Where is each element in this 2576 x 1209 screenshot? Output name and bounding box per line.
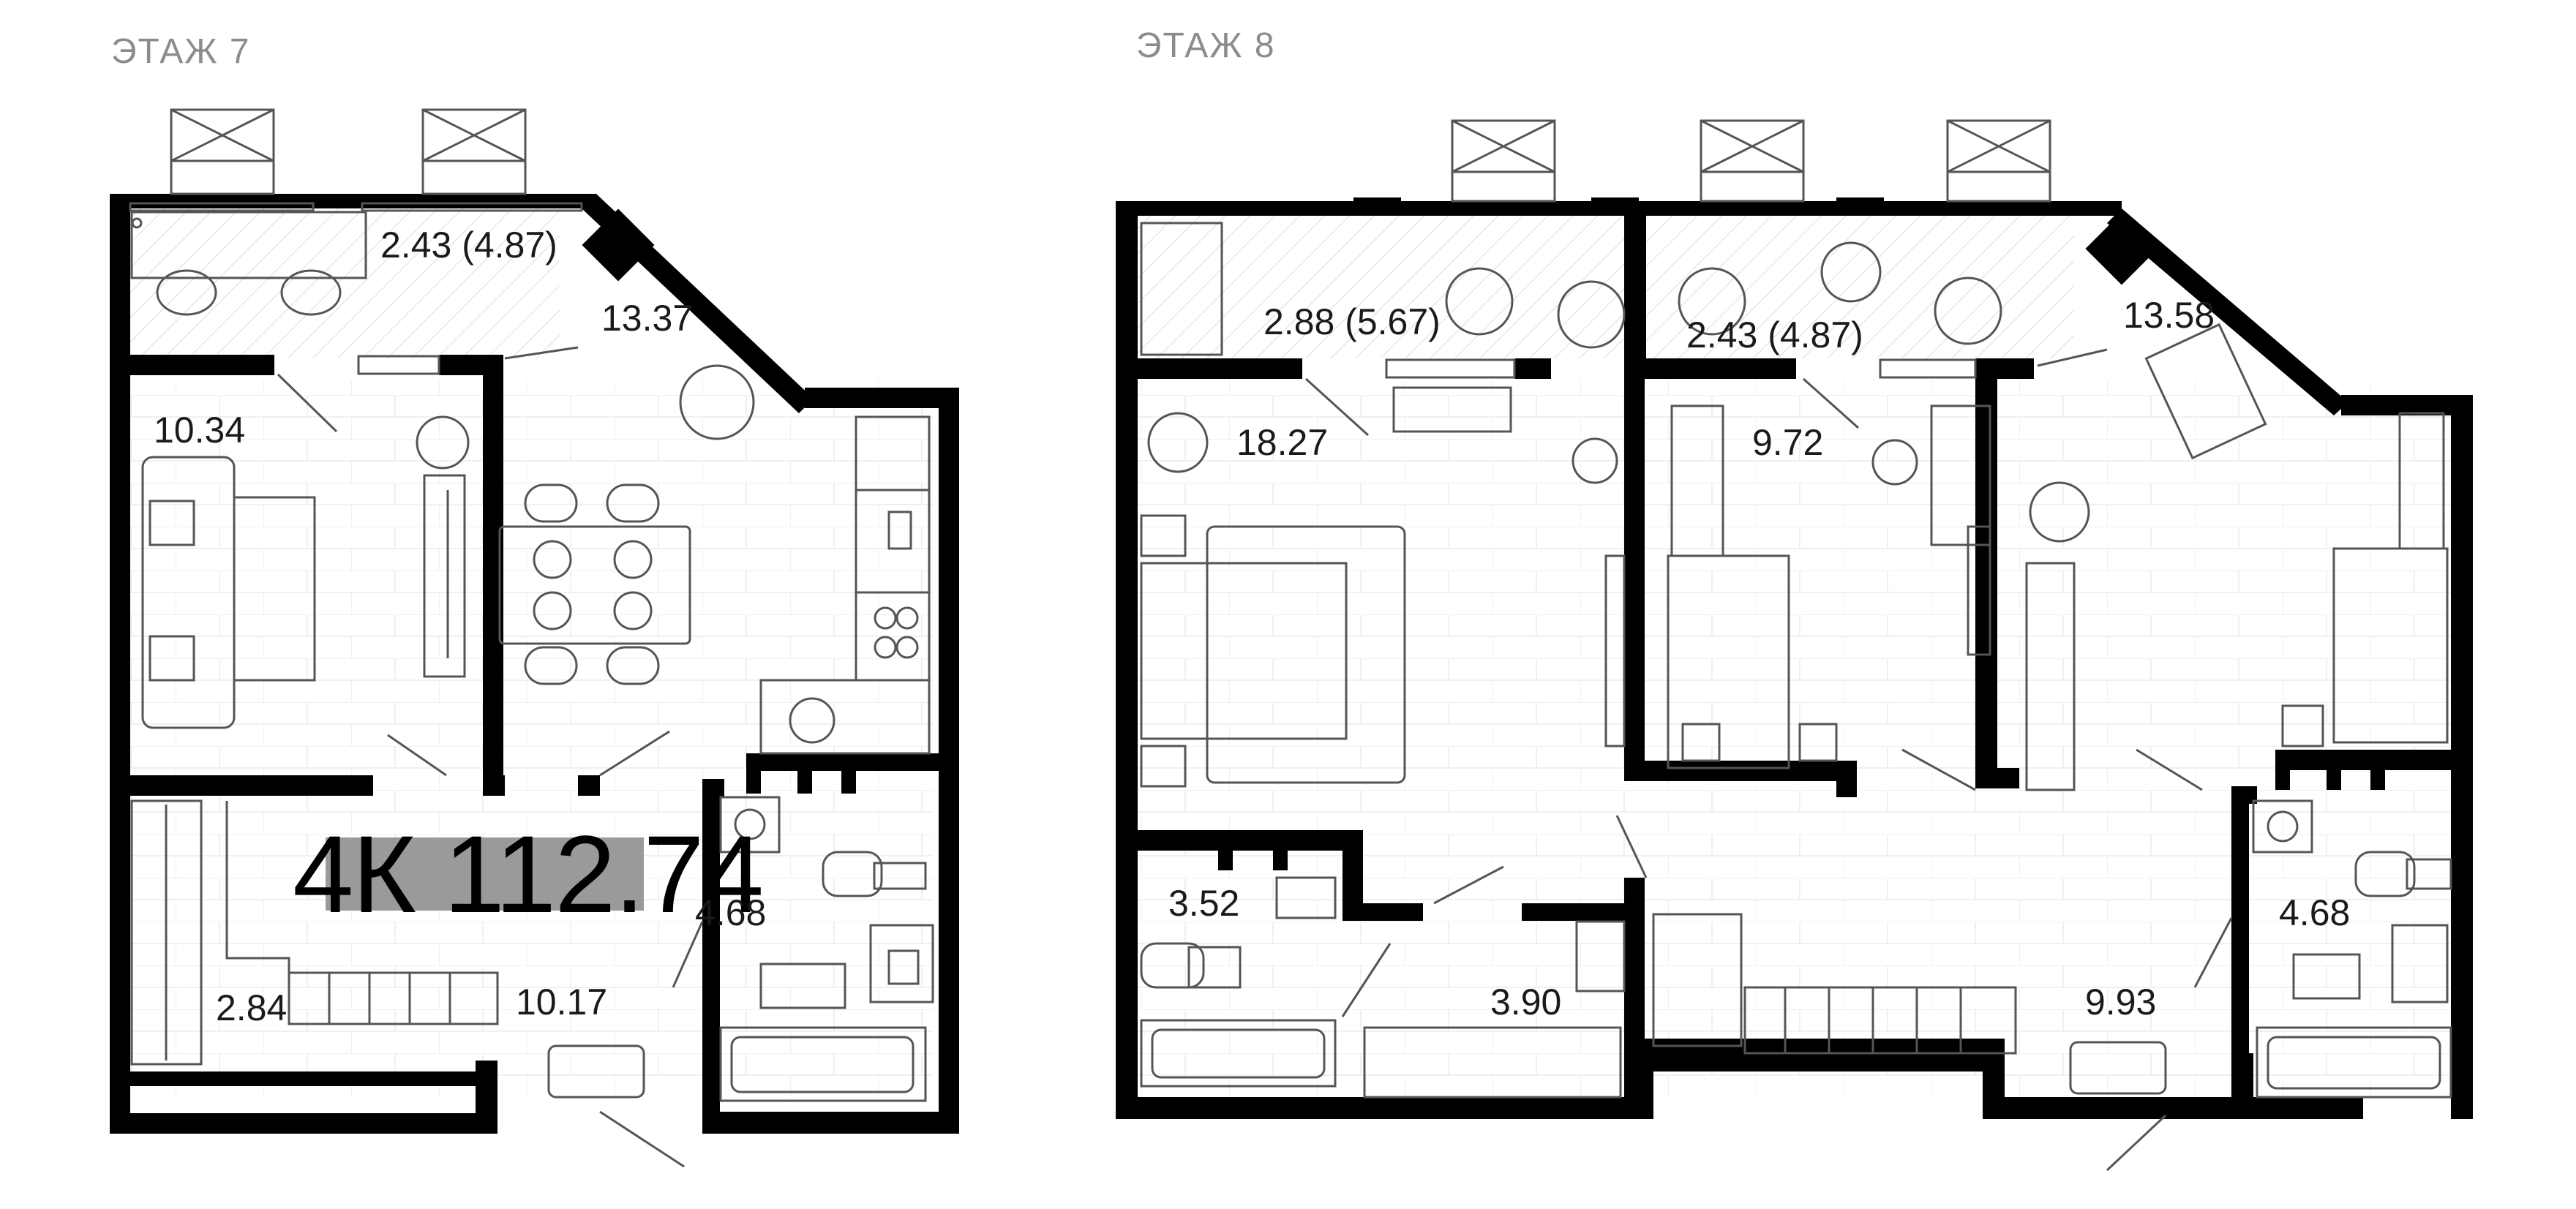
f8-hall-area: 9.93 (2085, 982, 2156, 1022)
f8-bedroom-main-area: 18.27 (1236, 422, 1328, 463)
f8-bath-area: 4.68 (2279, 892, 2350, 933)
f7-kitchen-area: 13.37 (601, 298, 693, 339)
f8-windows (1385, 119, 2051, 379)
f8-closet-area: 3.90 (1490, 982, 1561, 1022)
f8-bedroom-a-area: 13.58 (2123, 295, 2215, 336)
apartment-badge (326, 837, 644, 911)
f7-windows (129, 108, 583, 375)
f7-balcony-floor (128, 208, 560, 358)
floor-7: ЭТАЖ 7 (110, 32, 959, 1168)
f7-bath-area: 4.68 (695, 892, 766, 933)
f7-balcony-area: 2.43 (4.87) (380, 225, 557, 265)
f8-balcony-a-area: 2.88 (5.67) (1263, 301, 1441, 342)
f7-doors (277, 346, 704, 1168)
floor-8-title: ЭТАЖ 8 (1136, 26, 1276, 65)
f8-doors (1304, 348, 2233, 1172)
floor-7-title: ЭТАЖ 7 (111, 32, 251, 71)
f7-living-area: 10.34 (154, 410, 245, 451)
f8-furniture (1140, 222, 2452, 1099)
f8-walls (1116, 197, 2473, 1119)
f8-balcony-floor (1130, 216, 2074, 358)
f8-bedroom-b-area: 9.72 (1752, 422, 1823, 463)
f7-stair-area: 2.84 (216, 987, 287, 1028)
f7-furniture (130, 211, 934, 1102)
f7-hall-area: 10.17 (516, 982, 607, 1022)
f7-walls (110, 194, 959, 1134)
floor-8: ЭТАЖ 8 (1116, 26, 2473, 1172)
f8-wc-area: 3.52 (1168, 883, 1239, 924)
f8-balcony-b-area: 2.43 (4.87) (1686, 315, 1863, 355)
apartment-label: 4К 112.74 (293, 813, 762, 935)
